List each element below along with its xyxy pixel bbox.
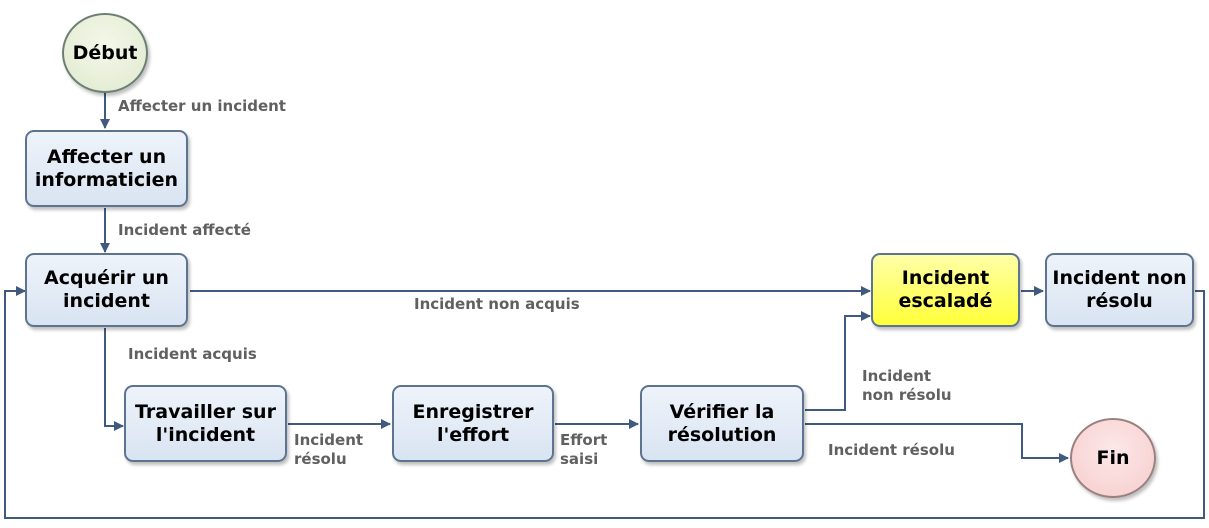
start-node[interactable]: Début xyxy=(62,13,148,93)
edge-label-assign-incident: Affecter un incident xyxy=(118,97,286,115)
edge-verify-to-end xyxy=(805,423,1069,463)
edge-label-resolved-final: Incident résolu xyxy=(828,441,955,459)
assign-technician-node[interactable]: Affecter un informaticien xyxy=(25,130,188,207)
unresolved-incident-node[interactable]: Incident non résolu xyxy=(1045,253,1194,327)
edge-label-not-acquired: Incident non acquis xyxy=(414,295,580,313)
verify-resolution-node[interactable]: Vérifier la résolution xyxy=(640,385,804,462)
record-effort-node[interactable]: Enregistrer l'effort xyxy=(392,385,554,462)
edge-label-not-resolved: Incident non résolu xyxy=(862,367,952,404)
edge-label-incident-assigned: Incident affecté xyxy=(118,221,251,239)
edge-label-effort-entered: Effort saisi xyxy=(560,431,608,468)
escalated-incident-node[interactable]: Incident escaladé xyxy=(871,253,1020,327)
edge-verify-to-escalated xyxy=(805,311,871,411)
edge-unresolved-loop-back xyxy=(4,286,1205,519)
work-on-incident-node[interactable]: Travailler sur l'incident xyxy=(124,385,287,462)
edge-acquire-to-work xyxy=(104,328,124,431)
edge-label-acquired: Incident acquis xyxy=(128,345,257,363)
edge-label-resolved-work: Incident résolu xyxy=(294,431,364,468)
acquire-incident-node[interactable]: Acquérir un incident xyxy=(25,253,188,327)
end-node[interactable]: Fin xyxy=(1070,418,1156,498)
